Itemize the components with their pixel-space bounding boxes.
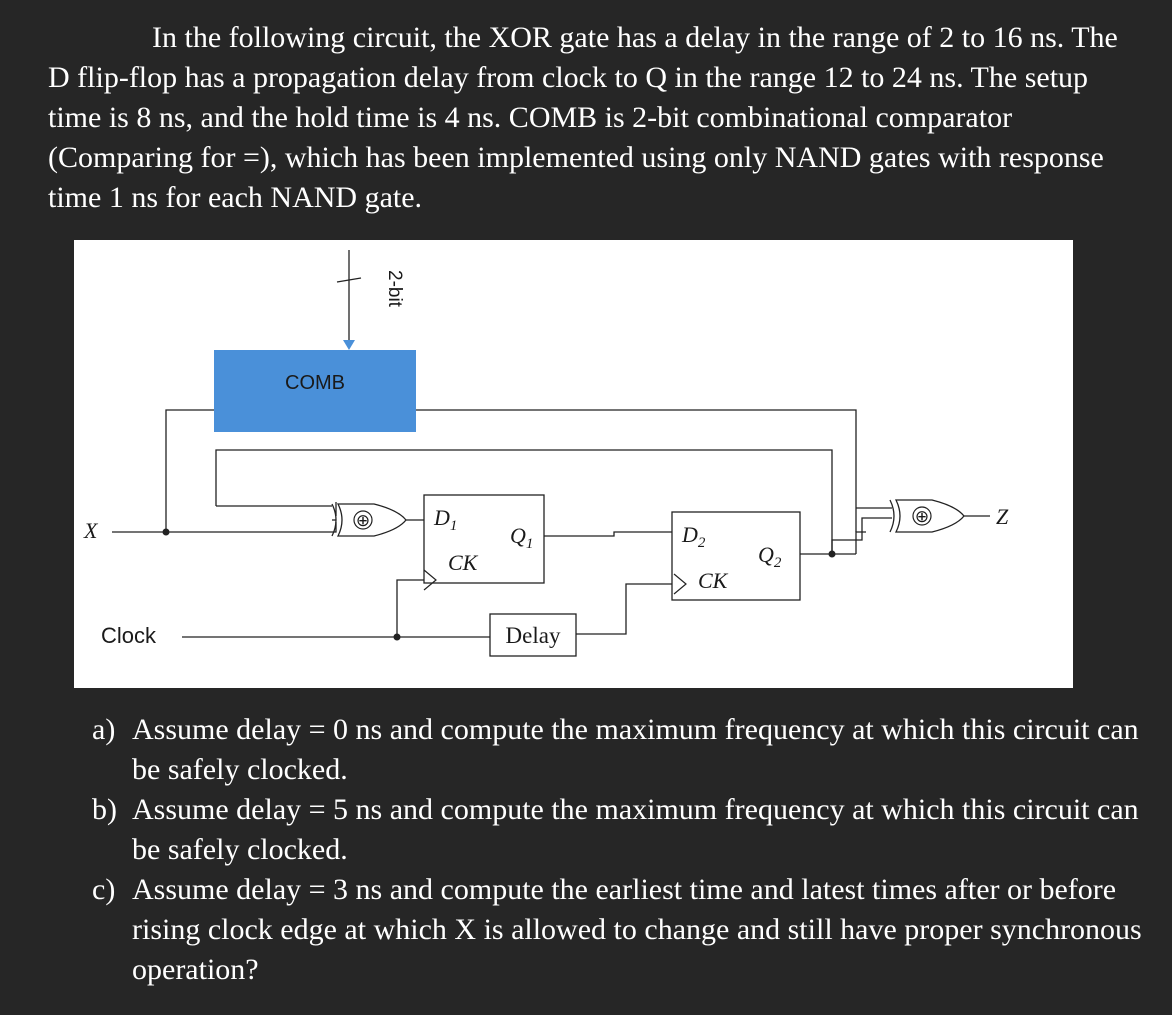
delay-block: Delay <box>489 613 577 657</box>
problem-intro-text: In the following circuit, the XOR gate h… <box>48 21 1118 214</box>
x-to-comb-wire <box>165 409 214 532</box>
delay-label: Delay <box>506 623 561 648</box>
ff1-ck-label: CK <box>448 550 479 575</box>
comb-label: COMB <box>285 372 345 394</box>
x-to-xor1-wire <box>166 522 337 533</box>
clock-input-label: Clock <box>101 623 157 648</box>
xor-symbol-2: ⊕ <box>915 507 929 526</box>
bus-slash <box>336 277 362 283</box>
x-input-label: X <box>83 518 99 543</box>
feedback-loop-wire <box>215 449 833 554</box>
question-a: a) Assume delay = 0 ns and compute the m… <box>92 710 1152 790</box>
delay-to-ck2-wire <box>576 583 676 635</box>
question-marker: b) <box>92 793 117 826</box>
comb-block <box>214 350 416 432</box>
xor-gate-1: ⊕ <box>331 503 407 537</box>
problem-statement: In the following circuit, the XOR gate h… <box>48 18 1118 218</box>
circuit-svg: COMB 2-bit ⊕ D1 Q1 CK D2 Q2 CK <box>83 250 1009 657</box>
bus-width-label: 2-bit <box>384 270 405 308</box>
flip-flop-2: D2 Q2 CK <box>671 511 801 601</box>
q1-to-d2-wire <box>544 531 672 537</box>
xor2-input-a <box>831 517 892 554</box>
question-marker: c) <box>92 873 116 906</box>
flip-flop-1: D1 Q1 CK <box>423 494 545 591</box>
z-output-label: Z <box>996 504 1009 529</box>
ff2-d-label: D2 <box>681 522 706 551</box>
question-marker: a) <box>92 713 116 746</box>
clock-to-ck1-wire <box>396 579 430 637</box>
bus-arrow-icon <box>343 340 355 350</box>
question-text: Assume delay = 3 ns and compute the earl… <box>132 873 1142 986</box>
q2-to-xor2-wire <box>855 531 866 554</box>
comb-to-q2-wire <box>416 409 857 532</box>
xor-gate-2: ⊕ <box>889 499 965 533</box>
question-text: Assume delay = 5 ns and compute the maxi… <box>132 793 1139 866</box>
question-b: b) Assume delay = 5 ns and compute the m… <box>92 790 1152 870</box>
xor-symbol-1: ⊕ <box>356 511 370 530</box>
ff1-q-label: Q1 <box>510 523 533 552</box>
question-c: c) Assume delay = 3 ns and compute the e… <box>92 870 1152 990</box>
circuit-diagram: COMB 2-bit ⊕ D1 Q1 CK D2 Q2 CK <box>74 240 1073 688</box>
q2-junction-dot <box>828 550 836 558</box>
question-list: a) Assume delay = 0 ns and compute the m… <box>92 710 1152 990</box>
ff1-d-label: D1 <box>433 505 457 534</box>
x-junction-dot <box>162 528 170 536</box>
ff2-q-label: Q2 <box>758 542 782 571</box>
ff2-ck-label: CK <box>698 568 729 593</box>
clock-junction-dot <box>393 633 401 641</box>
question-text: Assume delay = 0 ns and compute the maxi… <box>132 713 1139 786</box>
